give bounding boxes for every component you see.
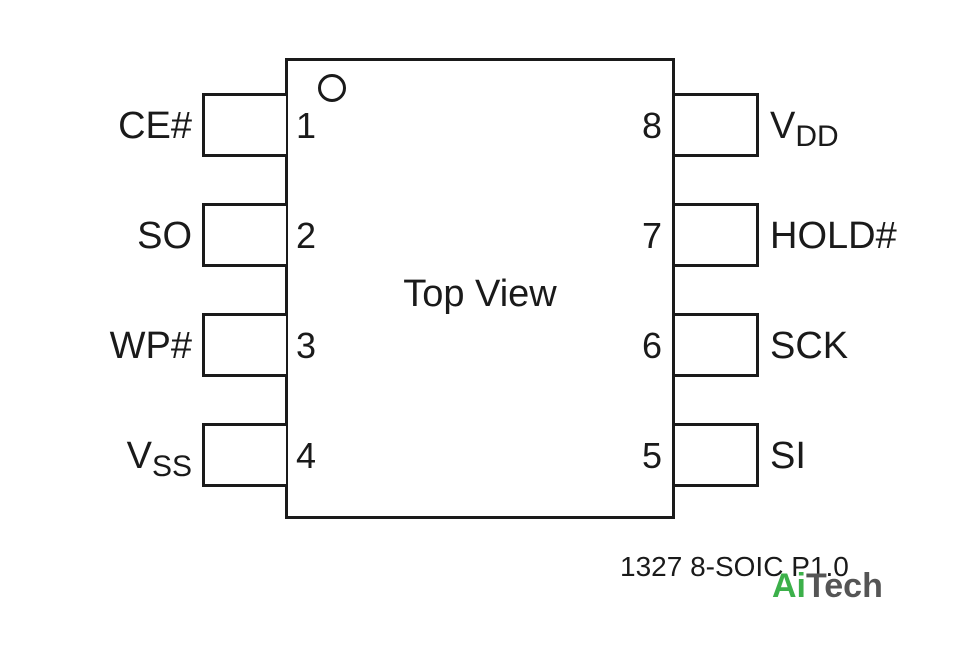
pin-1-name: CE#	[118, 105, 192, 147]
watermark-logo: AiTech	[772, 568, 883, 604]
pin-3-number: 3	[296, 325, 317, 366]
watermark-part1: Ai	[772, 567, 806, 605]
pin-4-number: 4	[296, 435, 317, 476]
watermark-part2: Tech	[806, 567, 883, 605]
pin-1-number: 1	[296, 105, 317, 146]
pin-4-name: VSS	[126, 435, 192, 483]
pin1-marker-circle	[318, 74, 346, 102]
chip-body	[285, 58, 675, 519]
pin-8-name: VDD	[770, 105, 839, 153]
pin-2-name: SO	[137, 215, 192, 257]
figure-caption: 1327 8-SOIC P1.0	[620, 551, 849, 582]
pin-2-number: 2	[296, 215, 317, 256]
pin-4-lead	[202, 423, 286, 487]
pin-8-number: 8	[642, 105, 663, 146]
pin-6-lead	[675, 313, 759, 377]
pin-1-lead	[202, 93, 286, 157]
pin-5-name: SI	[770, 435, 806, 477]
pin-7-number: 7	[642, 215, 663, 256]
pin-8-lead	[675, 93, 759, 157]
pin-7-lead	[675, 203, 759, 267]
top-view-label: Top View	[403, 273, 557, 315]
pin-3-lead	[202, 313, 286, 377]
pin-5-number: 5	[642, 435, 663, 476]
pin-2-lead	[202, 203, 286, 267]
pin-6-number: 6	[642, 325, 663, 366]
pin-6-name: SCK	[770, 325, 849, 367]
pin-5-lead	[675, 423, 759, 487]
pin-3-name: WP#	[109, 325, 192, 367]
pin-7-name: HOLD#	[770, 215, 897, 257]
